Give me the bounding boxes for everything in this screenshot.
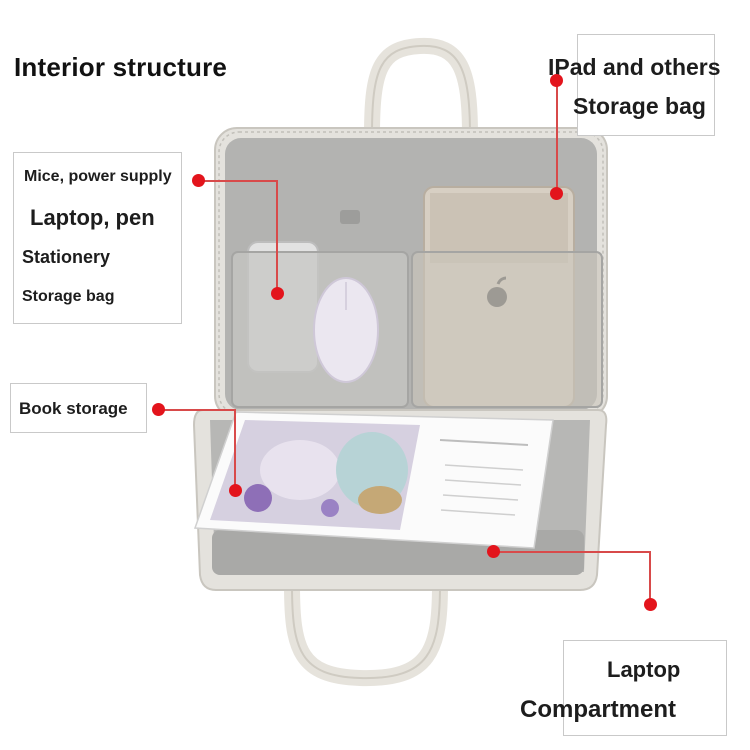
leader-line-book-h (158, 409, 235, 411)
leader-line-book-v (234, 409, 236, 490)
mice-label-line4: Storage bag (22, 288, 115, 305)
marker-dot-laptop-label (644, 598, 657, 611)
leader-line-ipad (556, 80, 558, 192)
laptop-compartment-label-box (563, 640, 727, 736)
leader-line-mice-h (198, 180, 277, 182)
leader-line-laptop-v (649, 551, 651, 604)
leader-line-laptop-h (493, 551, 650, 553)
mice-label-line1: Mice, power supply (24, 168, 172, 185)
marker-dot-book-label (152, 403, 165, 416)
marker-dot-ipad-top (550, 74, 563, 87)
ipad-storage-label-box (577, 34, 715, 136)
laptop-label-line1: Laptop (607, 657, 681, 682)
mice-storage-label-box (13, 152, 182, 324)
marker-dot-book (229, 484, 242, 497)
marker-dot-mice-label (192, 174, 205, 187)
page-title: Interior structure (14, 52, 228, 82)
mice-label-line2: Laptop, pen (30, 205, 155, 230)
ipad-label-line1: IPad and others (548, 54, 721, 80)
laptop-label-line2: Compartment (520, 696, 677, 723)
marker-dot-mice (271, 287, 284, 300)
leader-line-mice-v (276, 180, 278, 293)
mice-label-line3: Stationery (22, 247, 111, 267)
book-storage-label-box (10, 383, 147, 433)
ipad-label-line2: Storage bag (573, 93, 706, 119)
book-storage-label: Book storage (19, 399, 128, 418)
marker-dot-ipad (550, 187, 563, 200)
marker-dot-laptop (487, 545, 500, 558)
